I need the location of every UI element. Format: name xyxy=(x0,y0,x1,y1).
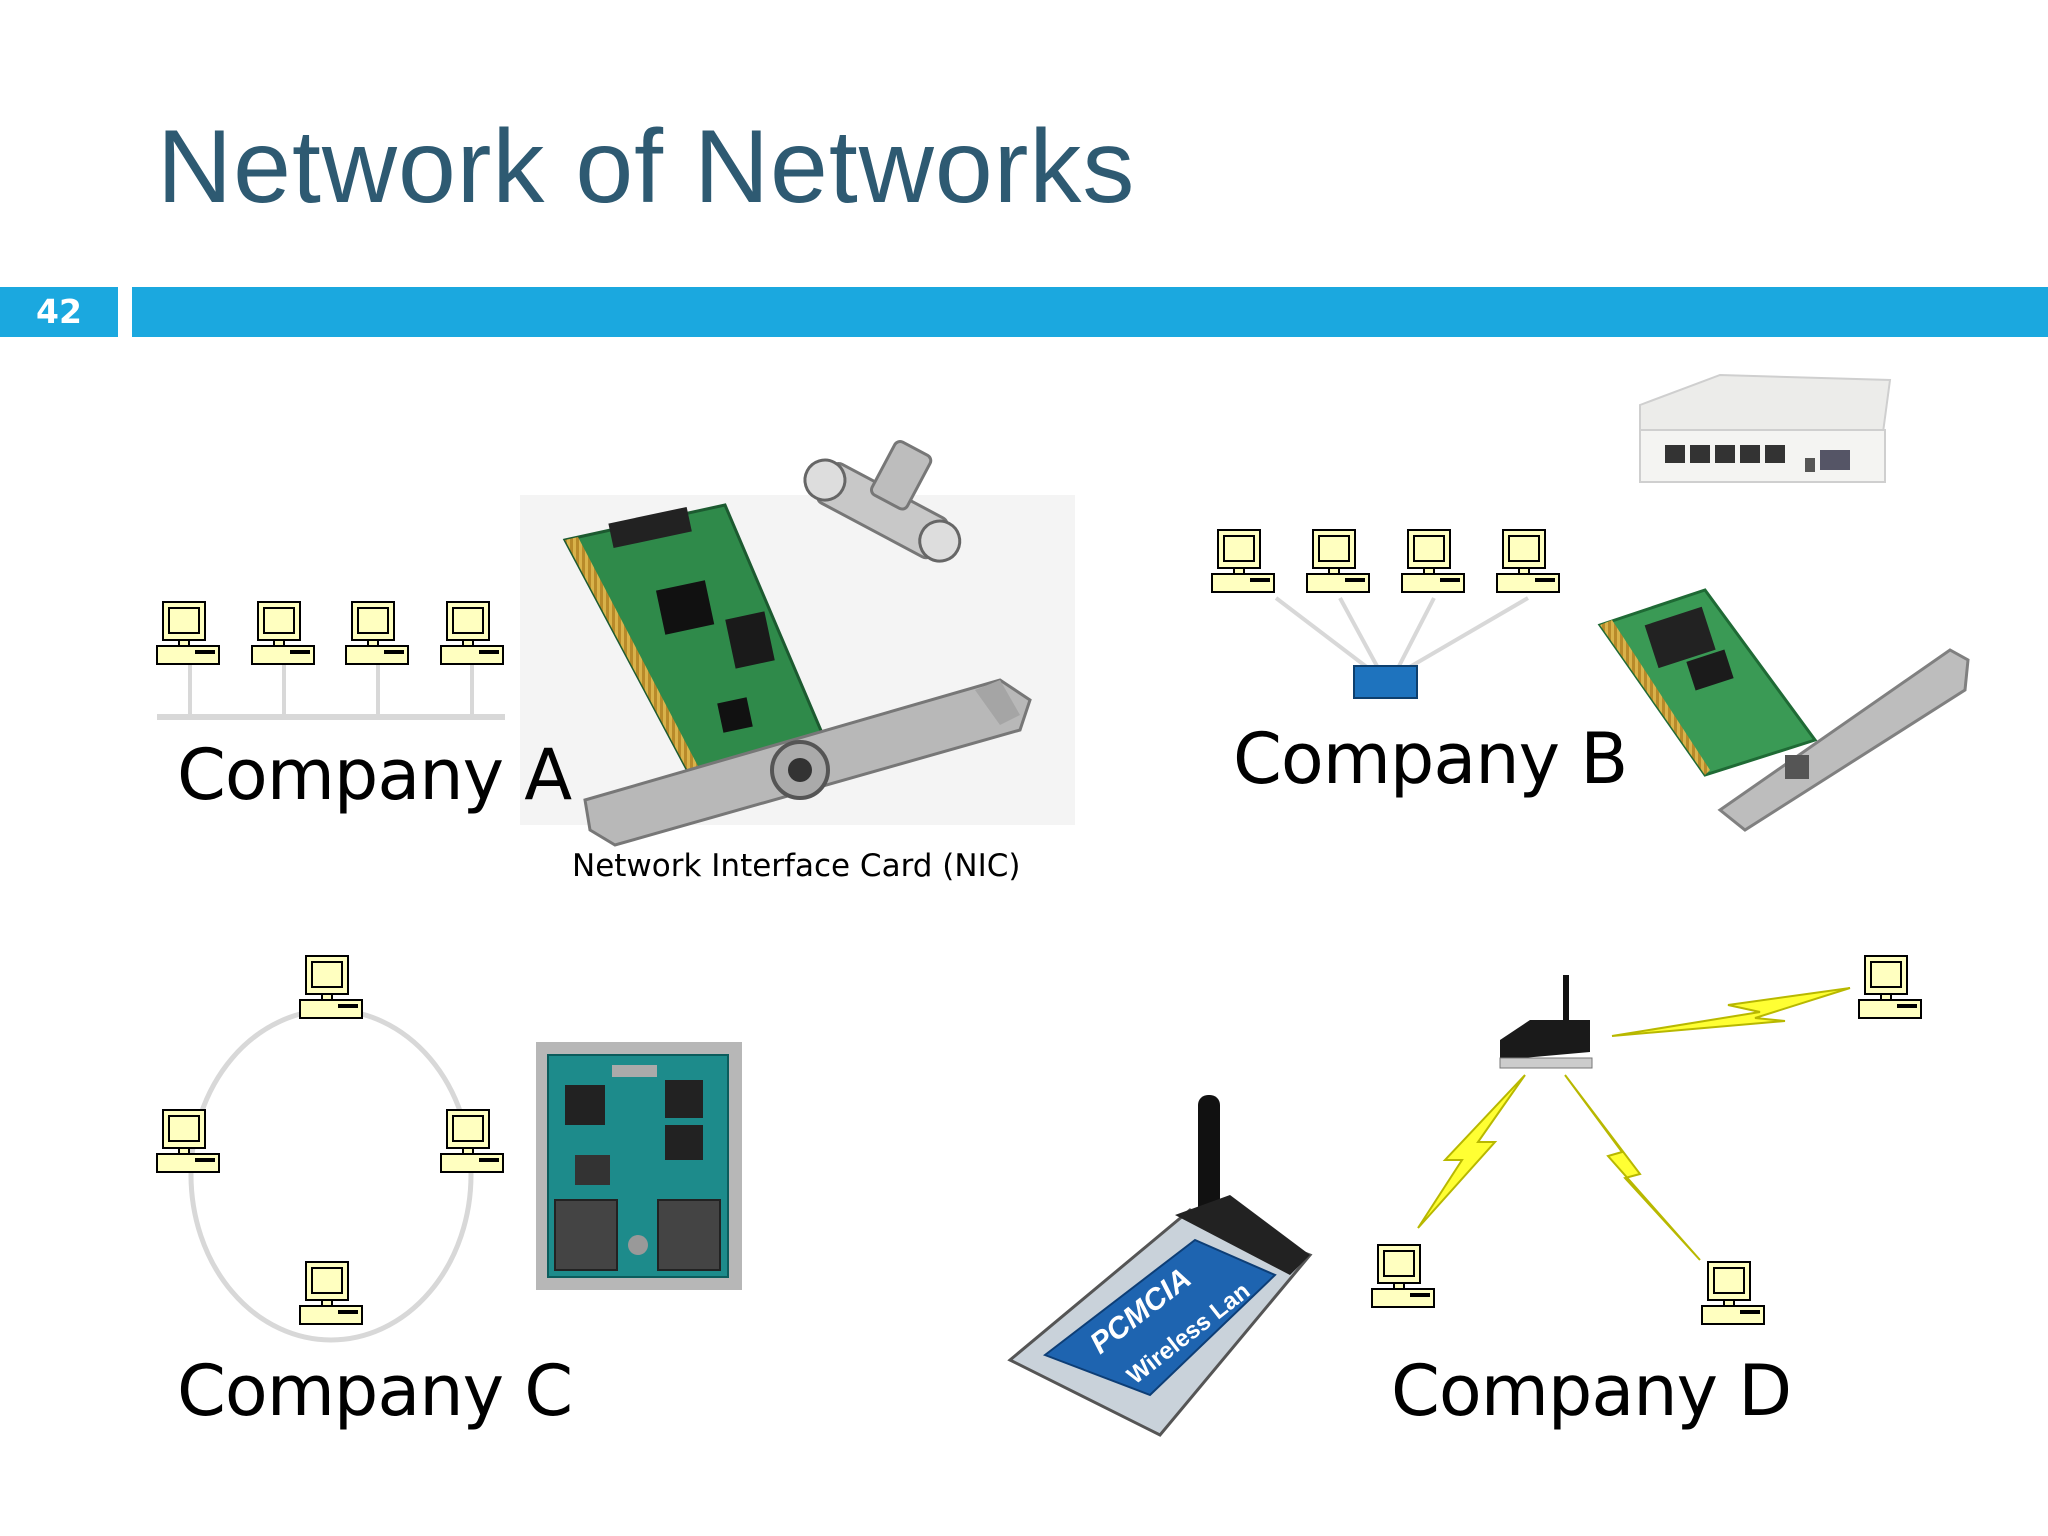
wireless-signal-icon xyxy=(1564,1074,1701,1261)
slide-number: 42 xyxy=(0,287,118,337)
computer-icon xyxy=(440,601,504,665)
computer-icon xyxy=(156,1109,220,1173)
title-accent-bar xyxy=(132,287,2048,337)
wireless-signal-icon xyxy=(1417,1074,1526,1229)
company-d-wireless-network xyxy=(1371,955,1922,1325)
computer-icon xyxy=(1858,955,1922,1019)
computer-icon xyxy=(1496,529,1560,593)
hub-icon xyxy=(1353,665,1418,699)
company-d-label: Company D xyxy=(1391,1350,1792,1432)
computer-icon xyxy=(251,601,315,665)
computer-icon xyxy=(299,955,363,1019)
computer-icon xyxy=(1306,529,1370,593)
pcmcia-wireless-card-image: PCMCIA Wireless Lan xyxy=(1007,1095,1313,1437)
company-b-star-network xyxy=(1211,529,1560,699)
computer-icon xyxy=(440,1109,504,1173)
computer-icon xyxy=(156,601,220,665)
company-c-label: Company C xyxy=(177,1350,573,1432)
company-a-label: Company A xyxy=(177,734,572,816)
wireless-router-icon xyxy=(1499,975,1593,1069)
computer-icon xyxy=(345,601,409,665)
computer-icon xyxy=(1401,529,1465,593)
nic-caption: Network Interface Card (NIC) xyxy=(572,848,1021,884)
company-c-ring-network xyxy=(156,955,504,1343)
computer-icon xyxy=(1211,529,1275,593)
computer-icon xyxy=(299,1261,363,1325)
company-a-bus-network xyxy=(156,601,505,720)
fddi-card-image xyxy=(536,1042,742,1290)
network-switch-image xyxy=(1639,373,1892,483)
computer-icon xyxy=(1701,1261,1765,1325)
computer-icon xyxy=(1371,1244,1435,1308)
slide-title: Network of Networks xyxy=(157,109,1136,225)
nic-card-image xyxy=(520,440,1075,847)
wireless-signal-icon xyxy=(1611,987,1851,1037)
company-b-label: Company B xyxy=(1233,718,1628,800)
pci-nic-image xyxy=(1597,588,1970,832)
